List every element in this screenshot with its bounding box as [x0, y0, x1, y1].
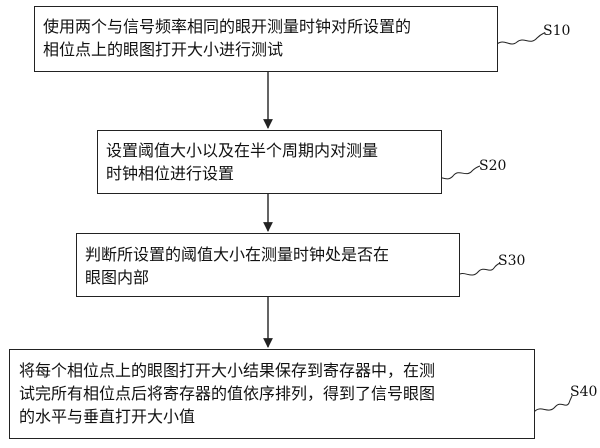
step-text-line: 设置阈值大小以及在半个周期内对测量 — [106, 141, 379, 160]
step-text-line: 相位点上的眼图打开大小进行测试 — [43, 40, 284, 59]
step-text-line: 时钟相位进行设置 — [106, 164, 235, 183]
step-box-s30: 判断所设置的阈值大小在测量时钟处是否在 眼图内部 — [76, 233, 460, 297]
step-label-s30: S30 — [498, 253, 526, 269]
step-text-line: 眼图内部 — [85, 268, 150, 287]
step-text-line: 使用两个与信号频率相同的眼开测量时钟对所设置的 — [43, 17, 412, 36]
step-text-line: 将每个相位点上的眼图打开大小结果保存到寄存器中，在测 — [19, 361, 436, 380]
step-label-s40: S40 — [570, 384, 598, 400]
leader-line-s40 — [533, 395, 573, 413]
leader-line-s10 — [496, 32, 545, 45]
step-box-s20: 设置阈值大小以及在半个周期内对测量 时钟相位进行设置 — [97, 130, 442, 194]
step-text-line: 试完所有相位点后将寄存器的值依序排列，得到了信号眼图 — [19, 384, 436, 403]
step-label-s20: S20 — [479, 158, 507, 174]
leader-line-s30 — [456, 262, 501, 277]
step-text-line: 的水平与垂直打开大小值 — [19, 407, 196, 426]
step-box-s40: 将每个相位点上的眼图打开大小结果保存到寄存器中，在测 试完所有相位点后将寄存器的… — [9, 349, 535, 439]
step-box-s10: 使用两个与信号频率相同的眼开测量时钟对所设置的 相位点上的眼图打开大小进行测试 — [34, 6, 498, 72]
leader-line-s20 — [430, 165, 481, 181]
step-label-s10: S10 — [543, 23, 571, 39]
step-text-line: 判断所设置的阈值大小在测量时钟处是否在 — [85, 245, 390, 264]
